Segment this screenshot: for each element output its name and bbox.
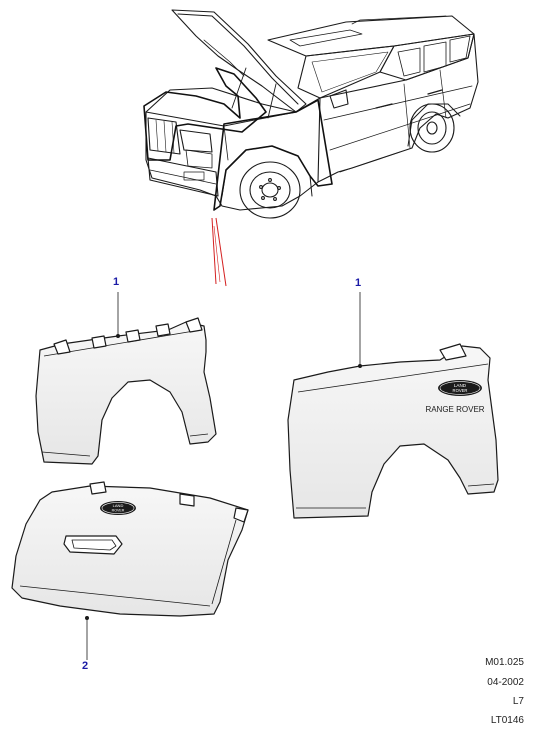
bonnet-logo-brand-line1: LAND [113, 503, 124, 508]
fitted-wing-cover [213, 99, 333, 211]
rear-wheel [409, 103, 455, 153]
bonnet-cover: LAND ROVER [11, 481, 249, 617]
ref-model: L7 [512, 696, 524, 707]
ref-illustration: LT0146 [490, 715, 524, 726]
windscreen [297, 45, 395, 99]
callout-number-bonnet: 2 [82, 660, 89, 672]
land-rover-logo-bonnet [100, 501, 136, 515]
fitted-covers [143, 67, 333, 211]
ref-code: M01.025 [485, 657, 524, 668]
roof [267, 15, 475, 57]
callout-number-left-wing: 1 [113, 276, 120, 288]
leader-lines-red [211, 217, 227, 287]
front-wheel [239, 161, 301, 219]
fitted-bonnet-cover [143, 67, 267, 161]
ref-date: 04-2002 [487, 677, 524, 688]
front-end [145, 87, 321, 211]
wing-logo-brand-line1: LAND [454, 383, 467, 388]
wing-model-name: RANGE ROVER [425, 405, 484, 414]
body-side [317, 33, 479, 183]
bonnet-logo-brand-line2: ROVER [112, 509, 125, 513]
vehicle-illustration [145, 9, 479, 219]
callout-leaders [85, 292, 362, 660]
grille [147, 117, 181, 155]
right-wing-cover: LAND ROVER RANGE ROVER [287, 343, 499, 519]
callout-number-right-wing: 1 [355, 277, 362, 289]
wing-logo-brand-line2: ROVER [453, 388, 468, 393]
left-wing-cover [35, 317, 217, 465]
land-rover-logo-wing [438, 380, 482, 396]
